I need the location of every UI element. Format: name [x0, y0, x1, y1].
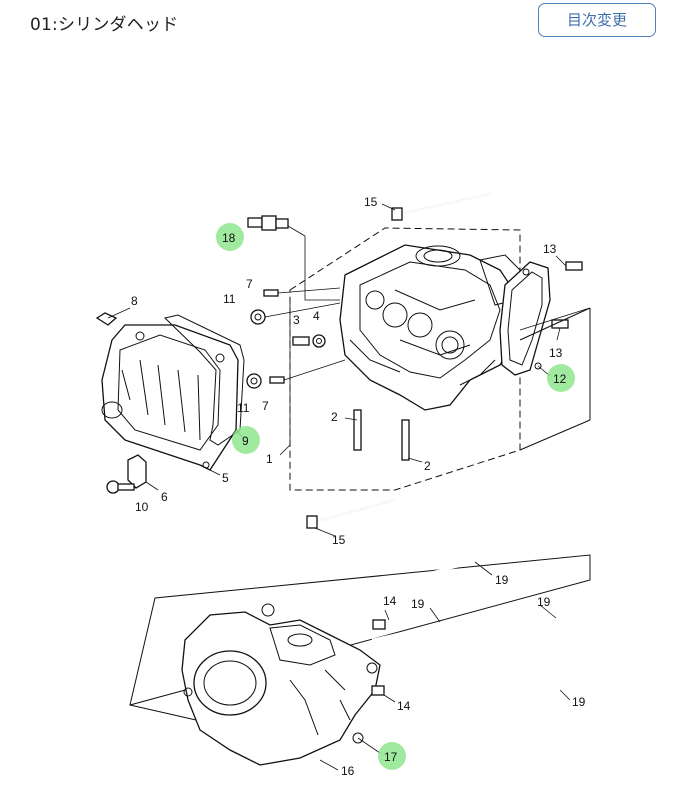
dowel-pin-7-lower[interactable] [269, 376, 285, 384]
change-toc-button[interactable]: 目次変更 [538, 3, 656, 37]
callout-14-lower[interactable]: 14 [397, 699, 411, 713]
callout-2-left[interactable]: 2 [331, 410, 338, 424]
spark-plug-18[interactable] [247, 215, 289, 231]
washer-11-top[interactable] [250, 309, 266, 325]
callout-2-right[interactable]: 2 [424, 459, 431, 473]
callout-9[interactable]: 9 [242, 434, 249, 448]
stud-bolt-2b[interactable] [401, 419, 410, 461]
cylinder-frame [129, 554, 591, 706]
callout-11-lower[interactable]: 11 [237, 401, 250, 415]
bolt-8[interactable] [95, 312, 118, 326]
stud-bolt-19b[interactable] [371, 618, 461, 642]
gasket-9[interactable] [163, 314, 245, 446]
bolt-15-top[interactable] [391, 193, 491, 221]
callout-19-lower[interactable]: 19 [572, 695, 586, 709]
gasket-12[interactable] [499, 261, 551, 376]
washer-4[interactable] [312, 334, 326, 348]
callout-13-lower[interactable]: 13 [549, 346, 563, 360]
callout-10[interactable]: 10 [135, 500, 149, 514]
callout-8[interactable]: 8 [131, 294, 138, 308]
callout-15-bottom[interactable]: 15 [332, 533, 346, 547]
stud-bolt-2a[interactable] [353, 409, 362, 451]
bolt-15-bottom[interactable] [306, 499, 396, 529]
callout-19-mid[interactable]: 19 [411, 597, 425, 611]
washer-11-lower[interactable] [246, 373, 262, 389]
callout-19-right[interactable]: 19 [537, 595, 551, 609]
callout-7-lower[interactable]: 7 [262, 399, 269, 413]
dowel-pin-7-top[interactable] [263, 289, 279, 297]
callout-17[interactable]: 17 [384, 750, 398, 764]
highlight-12[interactable] [547, 364, 575, 392]
callout-12[interactable]: 12 [553, 372, 567, 386]
callout-16[interactable]: 16 [341, 764, 355, 778]
callout-15-top[interactable]: 15 [364, 195, 378, 209]
bracket-6[interactable] [127, 454, 147, 489]
highlight-17[interactable] [378, 742, 406, 770]
callout-13-top[interactable]: 13 [543, 242, 557, 256]
callout-11-top[interactable]: 11 [223, 292, 236, 306]
dowel-pin-13-top[interactable] [565, 261, 583, 271]
cylinder-head[interactable] [339, 244, 521, 411]
dowel-pin-14-top[interactable] [372, 619, 386, 630]
callout-6[interactable]: 6 [161, 490, 168, 504]
cylinder-block[interactable] [181, 603, 381, 766]
stud-bolt-19a[interactable] [299, 560, 476, 607]
callout-19-top[interactable]: 19 [495, 573, 509, 587]
callout-1[interactable]: 1 [266, 452, 273, 466]
callout-3[interactable]: 3 [293, 313, 300, 327]
dowel-pin-14-lower[interactable] [371, 685, 385, 696]
highlight-9[interactable] [232, 426, 260, 454]
bolt-3[interactable] [292, 336, 310, 346]
callout-5[interactable]: 5 [222, 471, 229, 485]
highlight-18[interactable] [216, 223, 244, 251]
callout-14-top[interactable]: 14 [383, 594, 397, 608]
page-title: 01:シリンダヘッド [30, 15, 179, 35]
callout-18[interactable]: 18 [222, 231, 236, 245]
bolt-10[interactable] [106, 480, 135, 494]
stud-bolt-19d[interactable] [391, 681, 569, 730]
callout-4[interactable]: 4 [313, 309, 320, 323]
stud-bolt-19c[interactable] [409, 618, 584, 667]
callout-7-top[interactable]: 7 [246, 277, 253, 291]
cylinder-head-cover[interactable] [101, 324, 239, 471]
page-header: 01:シリンダヘッド 目次変更 [0, 0, 696, 42]
